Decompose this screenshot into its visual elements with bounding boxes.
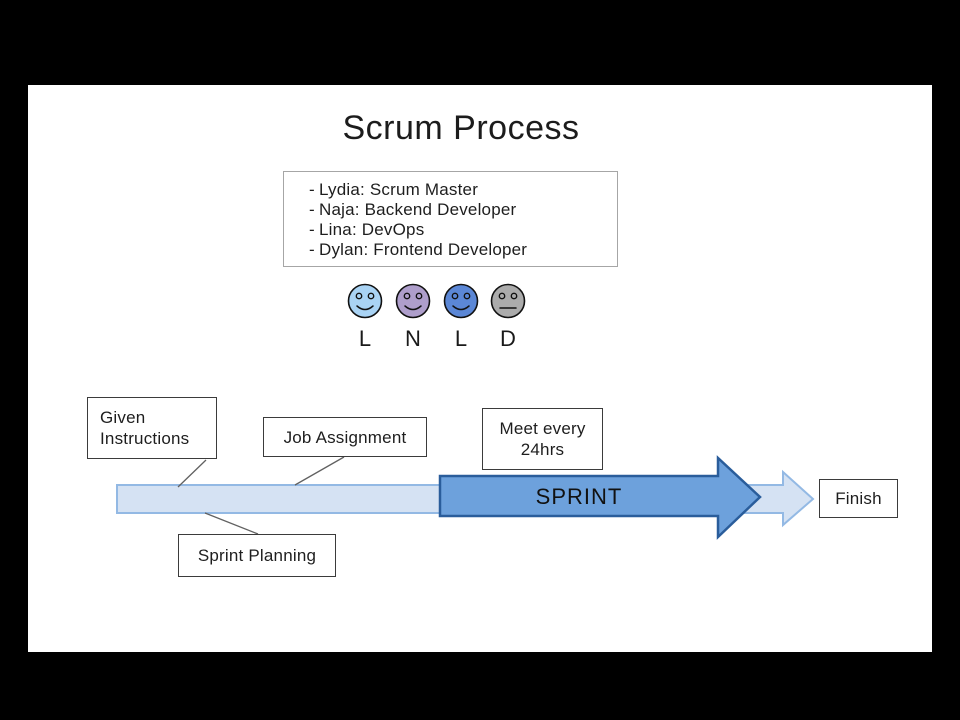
avatar-face-2: [395, 283, 431, 319]
job-assignment-box: Job Assignment: [263, 417, 427, 457]
avatar-smile: [356, 305, 374, 311]
bullet-dash: -: [309, 220, 315, 239]
team-member-text: Lina: DevOps: [319, 220, 425, 239]
team-member-row: - Lydia: Scrum Master: [284, 180, 617, 200]
avatar-eye: [367, 292, 375, 300]
avatar-eye: [498, 292, 506, 300]
sprint-arrow: [438, 455, 762, 540]
meet-every-24hrs-box: Meet every 24hrs: [482, 408, 603, 470]
avatar-eye: [355, 292, 363, 300]
avatar-eye: [403, 292, 411, 300]
finish-box: Finish: [819, 479, 898, 518]
avatar-letter-2: N: [405, 326, 421, 351]
sprint-arrow-label: SPRINT: [535, 484, 623, 509]
page-title: Scrum Process: [342, 109, 580, 147]
avatar-eye: [415, 292, 423, 300]
bullet-dash: -: [309, 180, 315, 199]
avatar-letter-1: L: [358, 326, 372, 351]
avatar-eye: [510, 292, 518, 300]
bullet-dash: -: [309, 200, 315, 219]
avatar-letter-4: D: [500, 326, 516, 351]
connector-job-assignment: [294, 456, 345, 486]
avatar-smile: [404, 305, 422, 311]
avatar-letter-3: L: [454, 326, 468, 351]
avatar-face-4: [490, 283, 526, 319]
avatar-eye: [463, 292, 471, 300]
avatar-eye: [451, 292, 459, 300]
bullet-dash: -: [309, 240, 315, 259]
team-member-text: Dylan: Frontend Developer: [319, 240, 528, 259]
connector-sprint-planning: [204, 512, 259, 535]
connector-given-instructions: [177, 459, 207, 488]
given-instructions-box: Given Instructions: [87, 397, 217, 459]
team-member-row: - Dylan: Frontend Developer: [284, 240, 617, 260]
avatar-smile: [452, 305, 470, 311]
team-roster-box: - Lydia: Scrum Master - Naja: Backend De…: [283, 171, 618, 267]
team-member-row: - Naja: Backend Developer: [284, 200, 617, 220]
avatar-face-3: [443, 283, 479, 319]
team-member-text: Naja: Backend Developer: [319, 200, 517, 219]
team-member-row: - Lina: DevOps: [284, 220, 617, 240]
sprint-planning-box: Sprint Planning: [178, 534, 336, 577]
team-member-text: Lydia: Scrum Master: [319, 180, 479, 199]
avatar-face-1: [347, 283, 383, 319]
diagram-layer: [116, 283, 815, 540]
slide-canvas: Scrum Process - Lydia: Scrum Master - Na…: [28, 85, 932, 652]
